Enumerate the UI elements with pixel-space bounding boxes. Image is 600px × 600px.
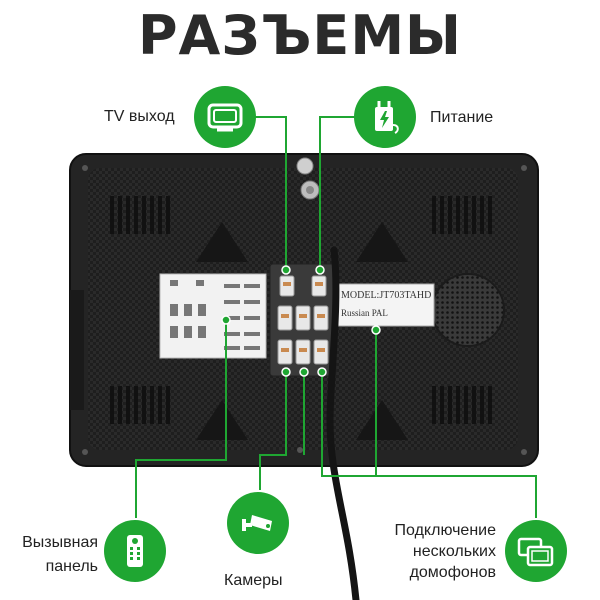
call-panel-label-line2: панель (45, 558, 98, 575)
cameras-badge (227, 492, 289, 554)
camera-icon (242, 515, 272, 531)
connector-legend-label (159, 273, 267, 359)
monitors-icon (517, 537, 554, 567)
multi-intercom-label-line2: нескольких (412, 543, 496, 560)
page-title: РАЗЪЕМЫ (137, 4, 463, 67)
multi-intercom-badge (505, 520, 567, 582)
call-panel-label: Вызывная панель (8, 532, 98, 577)
multi-intercom-label-line1: Подключение (394, 522, 496, 539)
model-text: MODEL:JT703TAHD (341, 290, 432, 301)
tv-output-label: TV выход (104, 108, 175, 125)
speaker-grille (431, 273, 505, 347)
power-adapter-icon (375, 101, 399, 134)
standard-text: Russian PAL (341, 308, 388, 318)
multi-intercom-label-line3: домофонов (409, 564, 496, 581)
power-badge (354, 86, 416, 148)
tv-output-badge (194, 86, 256, 148)
multi-intercom-label: Подключение нескольких домофонов (368, 520, 496, 583)
tv-icon (207, 103, 243, 132)
call-panel-badge (104, 520, 166, 582)
power-label: Питание (430, 109, 494, 126)
call-panel-label-line1: Вызывная (22, 534, 98, 551)
doorbell-panel-icon (127, 535, 143, 567)
power-cable (326, 246, 360, 600)
cameras-label: Камеры (224, 572, 283, 589)
